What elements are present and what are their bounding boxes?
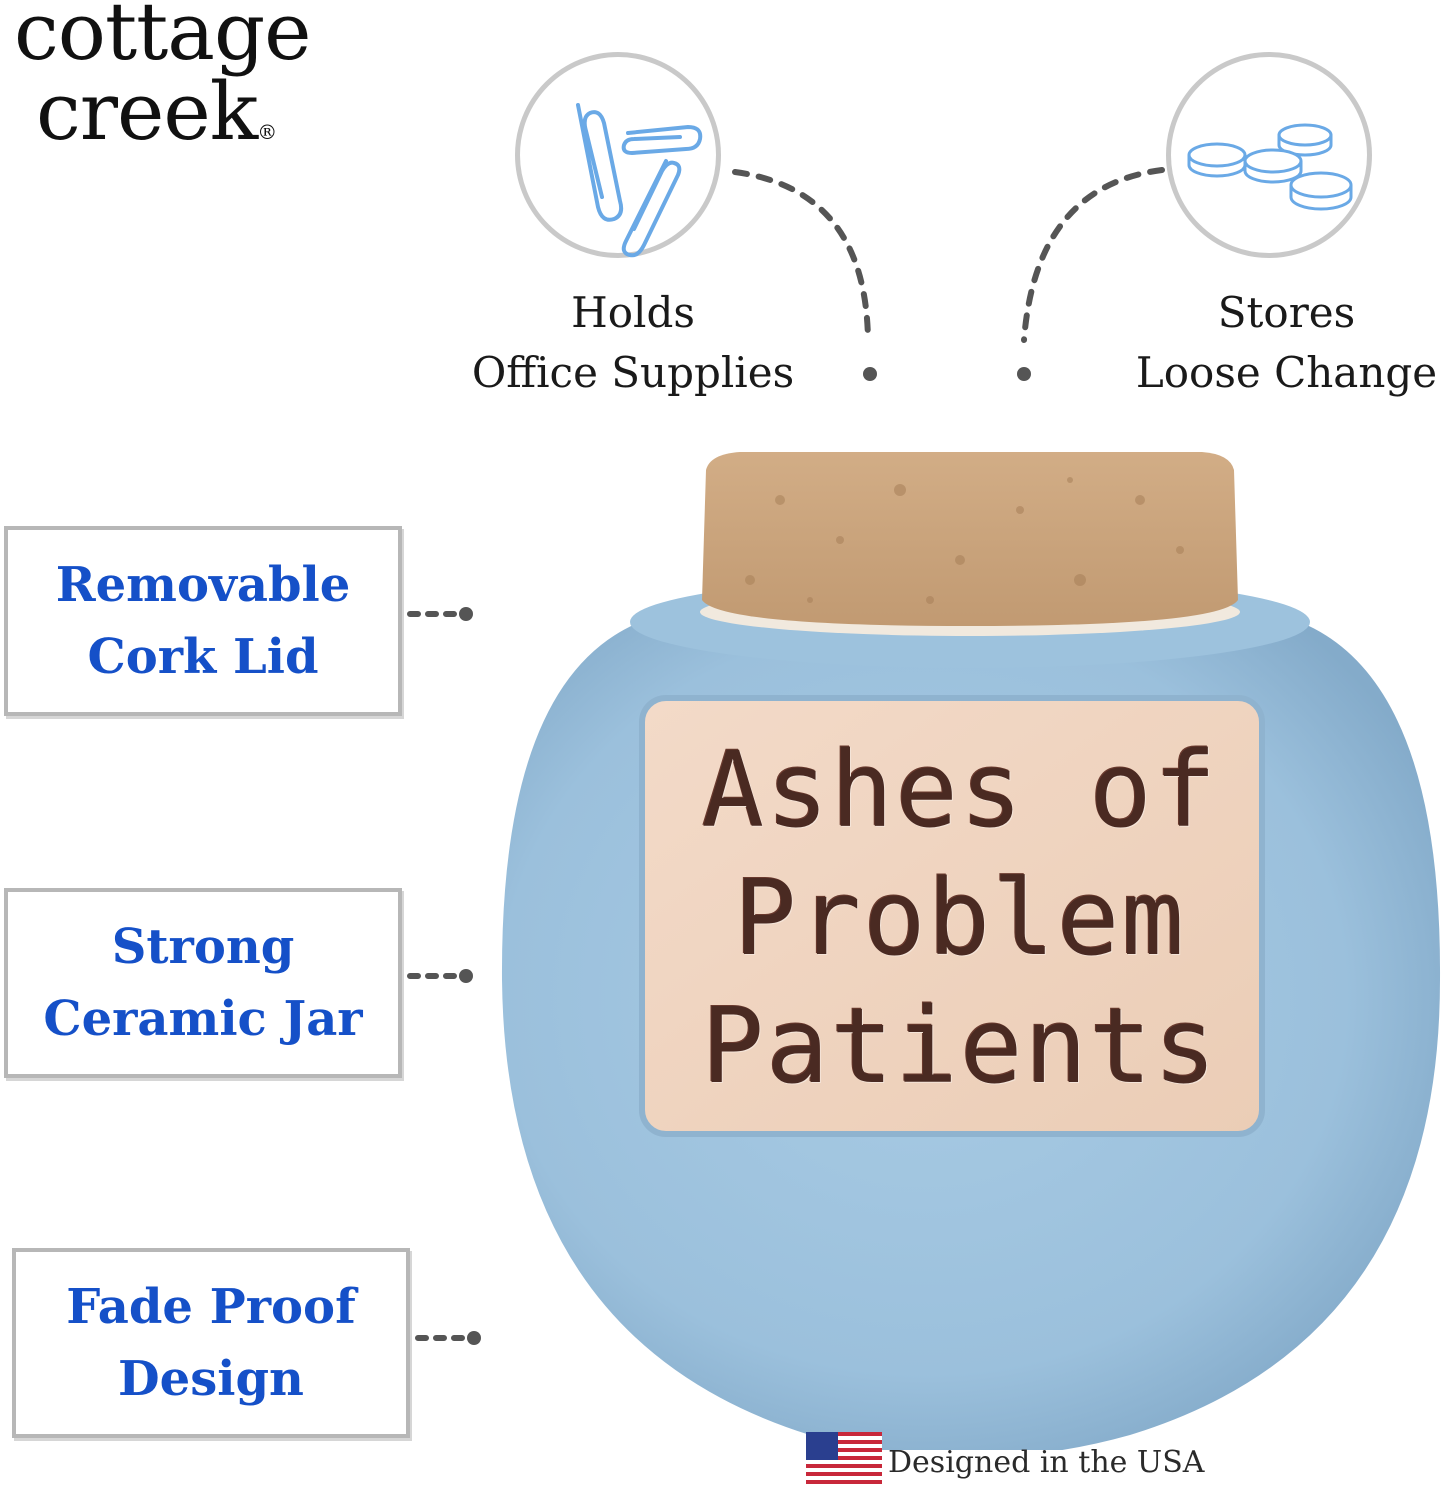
feature-cork-lid-line-1: Removable [55,557,351,613]
cork-lid [702,452,1238,626]
feature-fade-proof-line-1: Fade Proof [66,1279,356,1335]
registered-mark: ® [257,120,278,144]
brand-line-2: creek [36,65,258,158]
coins-icon [1187,123,1353,211]
loose-change-line-1: Stores [1217,288,1356,337]
paperclips-icon [576,103,703,258]
brand-logo: cottage creek® [14,0,394,172]
connector-dot [459,607,473,621]
loose-change-caption: Stores Loose Change [1120,283,1453,403]
brand-line-1: cottage [14,0,312,78]
feature-fade-proof-line-2: Design [118,1351,304,1407]
connector-dot [467,1331,481,1345]
feature-box-cork-lid: Removable Cork Lid [4,526,402,716]
jar-label-plate [639,695,1265,1137]
connector-dot [459,969,473,983]
jar-label-line-2: Problem [733,857,1187,979]
connector-dot [1017,367,1031,381]
cork-texture [745,477,1184,604]
office-supplies-circle [515,52,721,258]
loose-change-circle [1166,52,1372,258]
jar-label-line-3: Patients [701,985,1219,1107]
feature-box-fade-proof: Fade Proof Design [12,1248,410,1438]
loose-change-line-2: Loose Change [1135,348,1438,397]
jar-label-text: Ashes of Problem Patients [660,726,1260,1110]
office-supplies-line-1: Holds [571,288,695,337]
feature-box-ceramic-jar: Strong Ceramic Jar [4,888,402,1078]
feature-cork-lid-line-2: Cork Lid [87,629,319,685]
designed-in-usa-text: Designed in the USA [888,1445,1205,1480]
jar-illustration [501,452,1441,1450]
jar-label-line-1: Ashes of [701,729,1219,851]
feature-ceramic-jar-line-1: Strong [111,919,295,975]
office-supplies-caption: Holds Office Supplies [440,283,826,403]
connector-office-supplies [732,169,871,343]
connector-loose-change [1021,167,1165,343]
feature-ceramic-jar-line-2: Ceramic Jar [43,991,363,1047]
connector-dot [863,367,877,381]
us-flag-icon [806,1432,882,1484]
office-supplies-line-2: Office Supplies [471,348,795,397]
